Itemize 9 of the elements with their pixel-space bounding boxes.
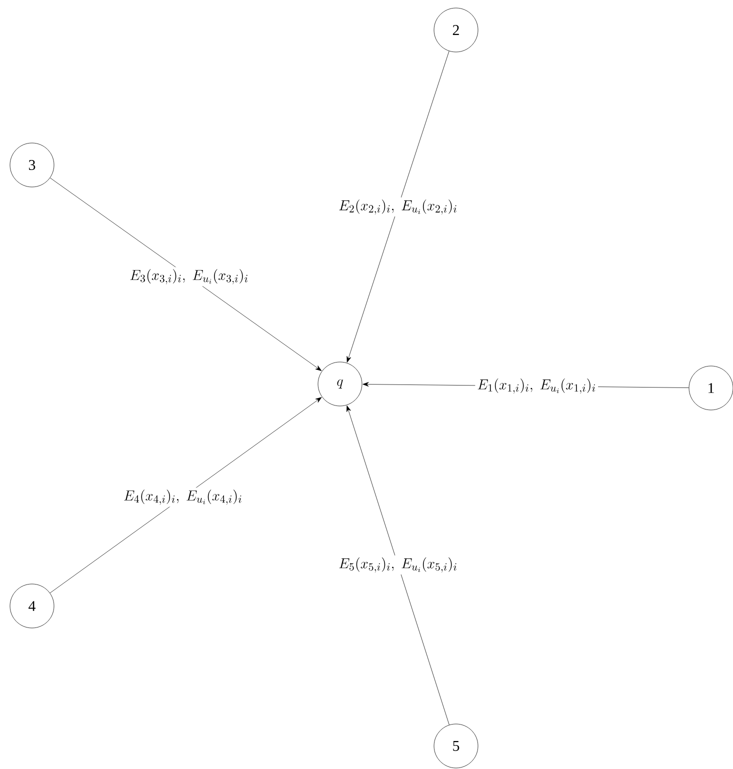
edge-label: $E_1(x_{1,i})_i,\; E_{u_i}(x_{1,i})_i$ bbox=[475, 376, 598, 396]
edge-label: $E_2(x_{2,i})_i,\; E_{u_i}(x_{2,i})_i$ bbox=[336, 197, 460, 217]
arrow bbox=[50, 397, 322, 594]
edge-label: $E_5(x_{5,i})_i,\; E_{u_i}(x_{5,i})_i$ bbox=[336, 555, 460, 575]
arrow bbox=[346, 406, 450, 726]
edge-label: $E_4(x_{4,i})_i,\; E_{u_i}(x_{4,i})_i$ bbox=[121, 488, 244, 507]
arrow bbox=[346, 50, 450, 363]
edge-label: $E_3(x_{3,i})_i,\; E_{u_i}(x_{3,i})_i$ bbox=[128, 267, 251, 286]
arrow bbox=[50, 178, 322, 371]
